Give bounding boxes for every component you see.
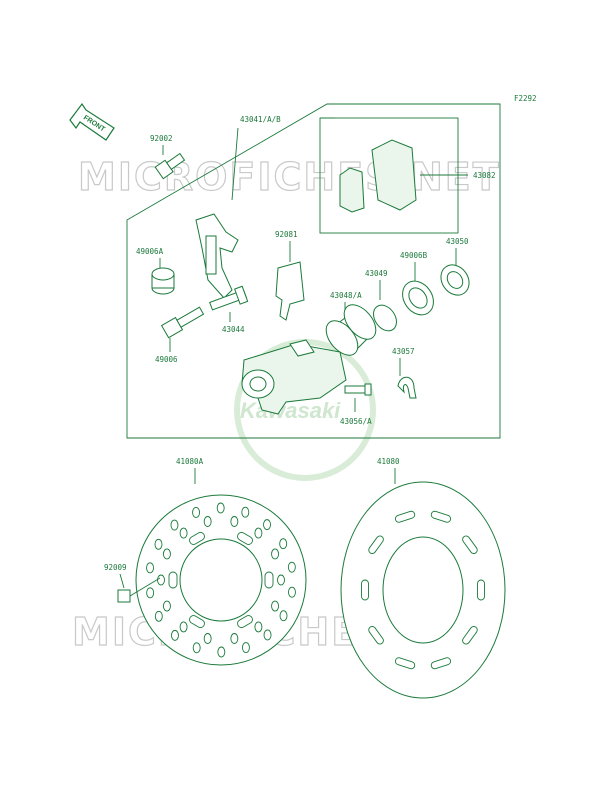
disc-slot xyxy=(394,657,416,670)
disc-hole xyxy=(271,600,280,612)
disc-slot xyxy=(168,571,178,589)
label-disc-a: 41080A xyxy=(176,457,204,466)
disc-slot xyxy=(189,531,205,545)
disc-hole xyxy=(241,642,250,653)
bolt-part xyxy=(154,152,186,180)
logo-text: Kawasaki xyxy=(240,398,341,423)
disc-hole xyxy=(146,587,155,599)
label-ring: 43049 xyxy=(365,269,388,278)
boot-b-part xyxy=(402,280,434,316)
disc-hole xyxy=(279,538,288,550)
seal-cap-part xyxy=(440,264,470,296)
disc-hole xyxy=(263,629,272,641)
disc-slot xyxy=(430,510,452,523)
label-caliper-assy: 43041/A/B xyxy=(240,115,281,124)
bleeder-valve-part xyxy=(344,383,372,396)
disc-hole xyxy=(279,610,288,622)
disc-slot xyxy=(430,657,452,670)
pad-spring-part xyxy=(275,261,305,321)
disc-hole xyxy=(157,574,165,586)
caliper-body-part xyxy=(241,339,347,415)
brake-disc-part xyxy=(340,481,506,699)
label-piston: 43048/A xyxy=(330,291,362,300)
label-bolt-top: 92002 xyxy=(150,134,173,143)
label-boot-a: 49006A xyxy=(136,247,164,256)
disc-slot xyxy=(368,626,384,645)
disc-slot xyxy=(361,579,369,601)
disc-hole xyxy=(162,548,171,560)
disc-hole xyxy=(170,519,179,531)
disc-slot xyxy=(477,579,485,601)
disc-hole xyxy=(203,633,212,644)
label-bleeder-cap: 43057 xyxy=(392,347,415,356)
disc-hole xyxy=(179,527,188,539)
disc-slot xyxy=(394,510,416,523)
label-pin: 49006 xyxy=(155,355,178,364)
holder-pin-part xyxy=(209,285,249,311)
disc-hole xyxy=(154,538,163,550)
disc-slot xyxy=(237,615,253,629)
disc-hole xyxy=(271,548,280,560)
disc-slot xyxy=(462,535,478,554)
caliper-bracket-part xyxy=(195,213,239,299)
disc-slot xyxy=(368,535,384,554)
assembly-frame xyxy=(126,103,501,439)
disc-hole xyxy=(230,633,239,644)
disc-hole xyxy=(192,642,201,654)
disc-hole xyxy=(216,502,225,514)
disc-hole xyxy=(254,527,263,539)
disc-slot xyxy=(264,571,274,589)
disc-slot xyxy=(189,615,205,629)
boot-a-part xyxy=(151,267,175,295)
disc-hole xyxy=(154,610,163,622)
disc-hole xyxy=(288,586,296,598)
seal-ring-part xyxy=(373,304,397,332)
pin-part xyxy=(160,306,205,339)
disc-hole xyxy=(192,507,201,518)
label-disc: 41080 xyxy=(377,457,400,466)
disc-bolt-part xyxy=(117,577,161,603)
disc-hole xyxy=(203,516,212,527)
disc-hole xyxy=(162,600,171,612)
brake-disc-a-part xyxy=(135,494,307,666)
disc-slot xyxy=(237,531,253,545)
disc-hole xyxy=(217,646,226,658)
label-bleeder: 43056/A xyxy=(340,417,372,426)
label-boot-b: 49006B xyxy=(400,251,428,260)
disc-slot xyxy=(462,626,478,645)
brake-pads-part xyxy=(339,139,417,213)
disc-hole xyxy=(254,621,263,633)
disc-hole xyxy=(179,621,188,633)
disc-hole xyxy=(230,516,239,527)
disc-hole xyxy=(263,519,271,531)
label-disc-bolt: 92009 xyxy=(104,563,127,572)
label-holder: 43044 xyxy=(222,325,245,334)
disc-hole xyxy=(171,629,179,641)
bleeder-cap-part xyxy=(397,376,417,399)
disc-hole xyxy=(287,561,296,573)
label-pad-set: 43082 xyxy=(473,171,496,180)
label-spring: 92081 xyxy=(275,230,298,239)
disc-hole xyxy=(277,574,285,586)
label-seal-cap: 43050 xyxy=(446,237,469,246)
front-arrow-icon: FRONT xyxy=(69,102,115,141)
disc-hole xyxy=(146,562,154,574)
piston-part xyxy=(325,304,377,356)
watermark-top: MICROFICHES.NET xyxy=(78,155,501,199)
disc-hole xyxy=(241,506,250,518)
diagram-code: F2292 xyxy=(514,94,537,103)
pad-set-frame xyxy=(319,117,459,234)
